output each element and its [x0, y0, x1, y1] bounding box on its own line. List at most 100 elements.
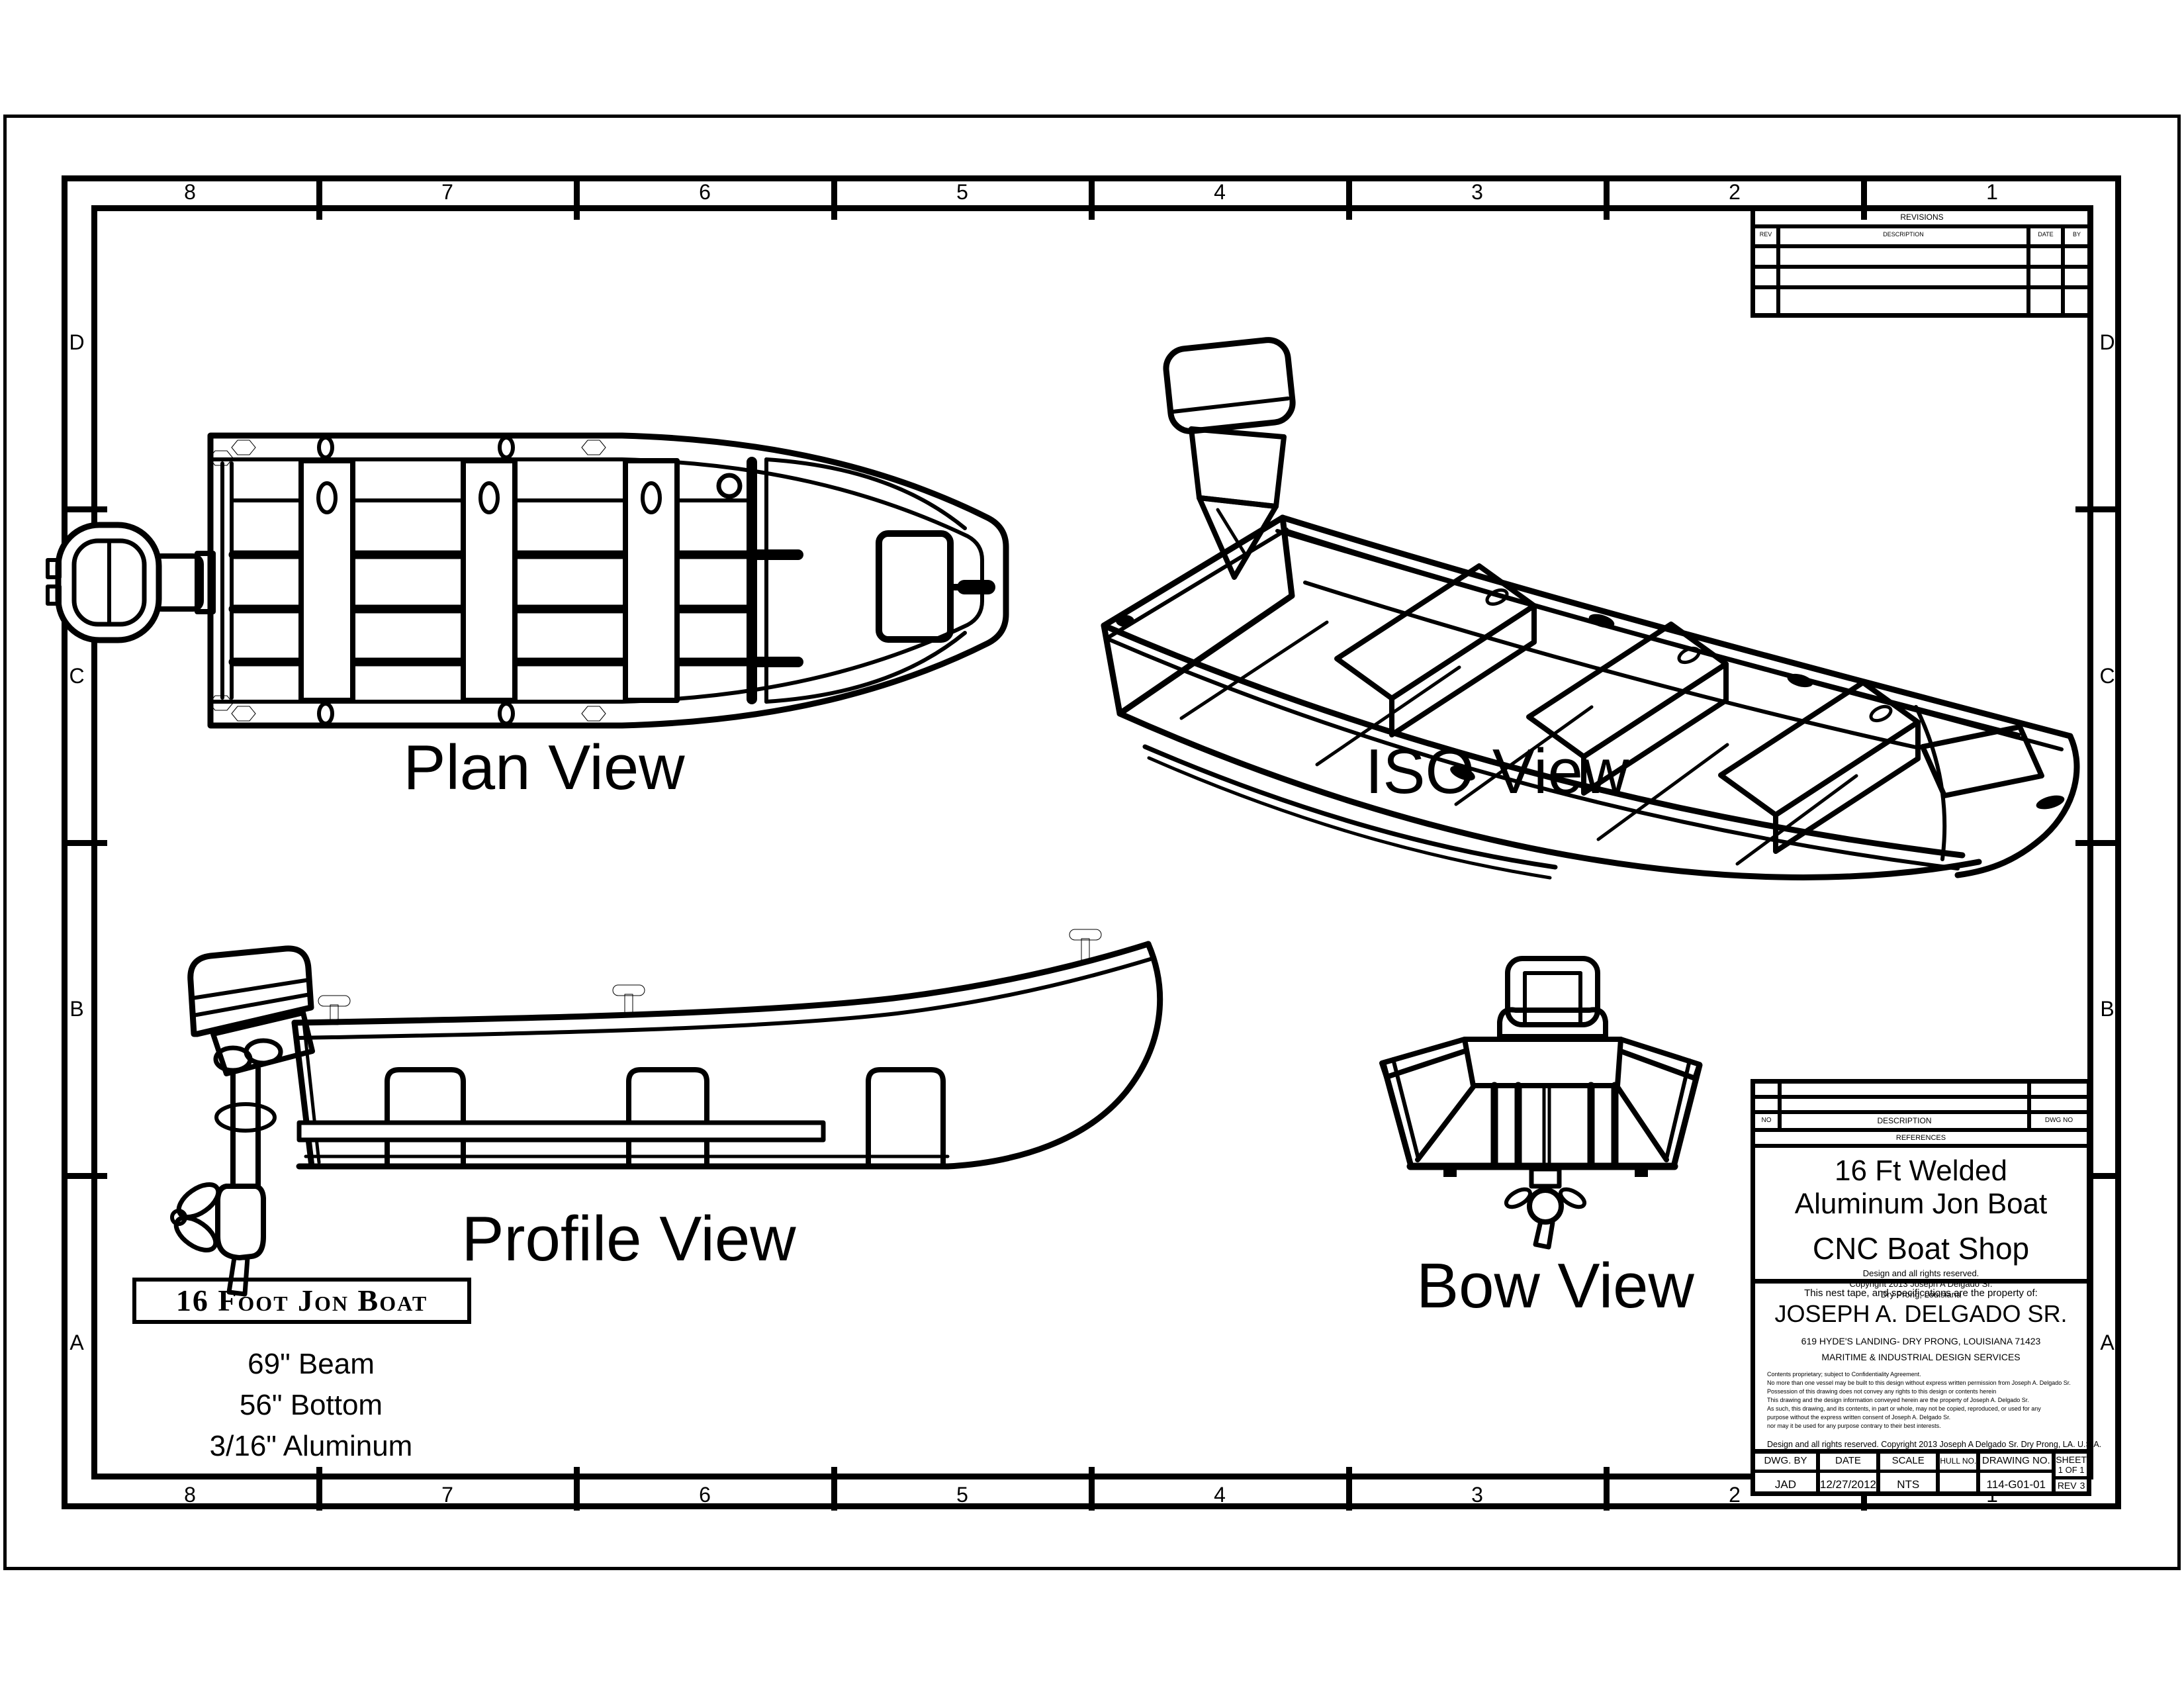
revisions-col-date: DATE — [2030, 228, 2065, 244]
zone-col-label: 7 — [441, 180, 453, 204]
revisions-title: REVISIONS — [1755, 210, 2089, 228]
zone-row-label: B — [69, 997, 84, 1021]
zone-col-label: 4 — [1214, 180, 1226, 204]
scale-label: SCALE — [1880, 1454, 1936, 1474]
zone-tick — [2075, 1173, 2119, 1179]
revisions-col-description: DESCRIPTION — [1780, 228, 2030, 244]
zone-tick — [2075, 506, 2119, 512]
title-block-fields: DWG. BY JAD DATE 12/27/2012 SCALE NTS HU… — [1755, 1454, 2087, 1492]
zone-col-label: 6 — [699, 1483, 711, 1507]
legal-line: As such, this drawing, and its contents,… — [1767, 1405, 2041, 1413]
zone-tick — [574, 176, 580, 220]
zone-col-label: 1 — [1986, 180, 1998, 204]
zone-tick — [831, 176, 837, 220]
revisions-col-by: BY — [2072, 231, 2081, 238]
dwg-by-label: DWG. BY — [1755, 1454, 1816, 1474]
spec-bottom: 56" Bottom — [239, 1389, 383, 1421]
owner-address: 619 HYDE'S LANDING- DRY PRONG, LOUISIANA… — [1801, 1336, 2041, 1347]
hull-no-label: HULL NO. — [1940, 1454, 1977, 1474]
zone-tick — [1604, 1467, 1610, 1511]
spec-lines: 69" Beam 56" Bottom 3/16" Aluminum — [146, 1344, 477, 1467]
title-block-ownership: This nest tape, and specifications are t… — [1755, 1284, 2101, 1454]
date-label: DATE — [1819, 1454, 1877, 1474]
plan-view-label: Plan View — [403, 732, 685, 803]
profile-view-label: Profile View — [461, 1203, 796, 1274]
bow-view-label: Bow View — [1416, 1250, 1694, 1321]
zone-tick — [2075, 840, 2119, 846]
plan-view-drawing — [46, 432, 1009, 729]
drawing-no-value: 114-G01-01 — [1986, 1478, 2046, 1491]
references-header-row: NO DESCRIPTION DWG NO — [1755, 1113, 2087, 1133]
drawing-no-label: DRAWING NO. — [1980, 1454, 2052, 1474]
zone-row-label: C — [69, 664, 85, 688]
legal-line: No more than one vessel may be built to … — [1767, 1380, 2071, 1387]
zone-tick — [316, 176, 322, 220]
zone-tick — [831, 1467, 837, 1511]
legal-line: Possession of this drawing does not conv… — [1767, 1388, 1997, 1395]
zone-col-label: 4 — [1214, 1483, 1226, 1507]
product-title-line2: Aluminum Jon Boat — [1794, 1188, 2048, 1221]
owner-services: MARITIME & INDUSTRIAL DESIGN SERVICES — [1821, 1352, 2021, 1363]
field-sheet-rev: SHEET 1 OF 1 REV 3 — [2056, 1454, 2087, 1491]
zone-tick — [64, 1173, 107, 1179]
references-empty-row — [1755, 1098, 2087, 1114]
zone-col-label: 3 — [1471, 180, 1483, 204]
field-hull-no: HULL NO. — [1940, 1454, 1981, 1492]
legal-line: Contents proprietary; subject to Confide… — [1767, 1371, 1921, 1378]
scale-value: NTS — [1897, 1478, 1920, 1491]
references-col-description: DESCRIPTION — [1782, 1113, 2031, 1129]
title-block: NO DESCRIPTION DWG NO REFERENCES 16 Ft W… — [1751, 1079, 2101, 1496]
title-block-main: 16 Ft Welded Aluminum Jon Boat CNC Boat … — [1755, 1148, 2087, 1299]
zone-col-label: 2 — [1729, 1483, 1741, 1507]
location-line: Dry Prong, Louisiana — [1880, 1289, 1962, 1300]
iso-view-drawing — [1101, 337, 2080, 880]
zone-col-label: 6 — [699, 180, 711, 204]
zone-col-label: 2 — [1729, 180, 1741, 204]
date-value: 12/27/2012 — [1819, 1478, 1877, 1491]
revisions-col-rev: REV — [1755, 228, 1780, 244]
field-scale: SCALE NTS — [1880, 1454, 1940, 1492]
field-drawing-no: DRAWING NO. 114-G01-01 — [1980, 1454, 2056, 1492]
field-dwg-by: DWG. BY JAD — [1755, 1454, 1820, 1492]
references-col-dwg-no: DWG NO — [2044, 1116, 2073, 1124]
zone-col-label: 8 — [184, 1483, 196, 1507]
field-date: DATE 12/27/2012 — [1819, 1454, 1881, 1492]
zone-tick — [1346, 176, 1352, 220]
revisions-empty-row — [1755, 289, 2089, 313]
zone-col-label: 3 — [1471, 1483, 1483, 1507]
zone-col-label: 8 — [184, 180, 196, 204]
copyright-line: Copyright 2013 Joseph A Delgado Sr. — [1849, 1279, 1993, 1289]
revisions-empty-row — [1755, 269, 2089, 289]
rev-value: 3 — [2079, 1480, 2085, 1491]
legal-text: Contents proprietary; subject to Confide… — [1767, 1370, 2087, 1430]
zone-row-label: D — [2099, 330, 2115, 354]
zone-row-label: D — [69, 330, 85, 354]
legal-line: nor may it be used for any purpose contr… — [1767, 1423, 1941, 1430]
zone-col-label: 7 — [441, 1483, 453, 1507]
sheet-label: SHEET — [2056, 1454, 2087, 1466]
spec-beam: 69" Beam — [248, 1348, 375, 1380]
references-col-no: NO — [1755, 1113, 1782, 1129]
revisions-table: REVISIONS REV DESCRIPTION DATE BY — [1751, 205, 2093, 318]
zone-tick — [1089, 176, 1095, 220]
zone-col-label: 5 — [956, 180, 968, 204]
profile-view-drawing — [170, 929, 1163, 1297]
zone-tick — [64, 840, 107, 846]
dwg-by-value: JAD — [1774, 1478, 1797, 1491]
rev-label: REV — [2057, 1480, 2077, 1491]
legal-line: purpose without the express written cons… — [1767, 1414, 1951, 1421]
rev-row: REV 3 — [2056, 1479, 2087, 1491]
zone-tick — [1604, 176, 1610, 220]
zone-col-label: 5 — [956, 1483, 968, 1507]
zone-tick — [1861, 176, 1867, 220]
bow-view-drawing — [1379, 956, 1703, 1250]
sheet-value: 1 OF 1 — [2056, 1466, 2087, 1480]
page-border — [3, 115, 2181, 1570]
zone-tick — [64, 506, 107, 512]
revisions-empty-row — [1755, 248, 2089, 269]
zone-row-label: B — [2100, 997, 2115, 1021]
references-empty-row — [1755, 1084, 2087, 1099]
zone-tick — [574, 1467, 580, 1511]
references-title: REFERENCES — [1755, 1132, 2087, 1149]
